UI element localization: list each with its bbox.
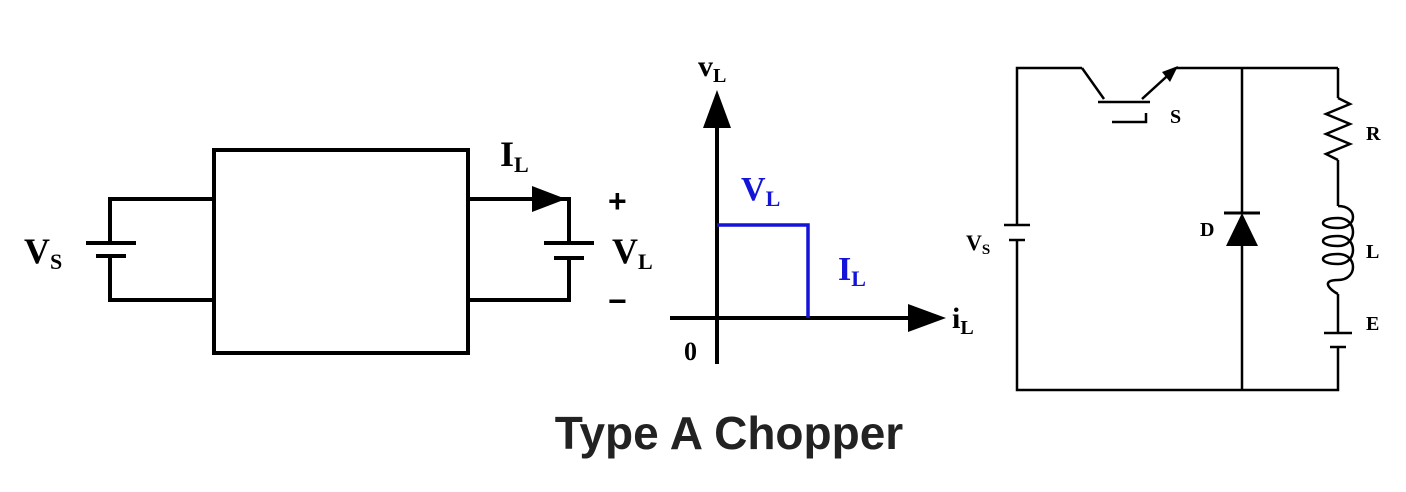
source-wire-top xyxy=(108,197,214,243)
diode-label: D xyxy=(1200,219,1214,241)
switch-collector-lead xyxy=(1080,67,1106,100)
quadrant-plot xyxy=(670,90,946,364)
chopper-circuit xyxy=(1004,66,1355,392)
diode-symbol xyxy=(1226,213,1258,246)
resistor-label: R xyxy=(1366,123,1381,145)
resistor xyxy=(1322,96,1354,162)
voltage-level-label: VL xyxy=(741,171,780,211)
minus-sign: − xyxy=(608,283,627,319)
switch-label: S xyxy=(1170,106,1181,128)
left-rail-bottom xyxy=(1015,240,1340,392)
block-diagram xyxy=(86,148,594,355)
x-axis-label: iL xyxy=(952,302,974,339)
origin-label: 0 xyxy=(684,337,697,366)
operating-region xyxy=(717,223,810,318)
left-rail-top xyxy=(1015,66,1082,225)
inductor xyxy=(1321,204,1355,296)
y-axis-label: vL xyxy=(698,50,726,87)
source-wire-bottom xyxy=(108,256,214,302)
load-current-label: IL xyxy=(500,134,529,177)
circuit-source-label: VS xyxy=(966,230,990,258)
load-wire-bottom xyxy=(468,258,571,302)
load-wire-top xyxy=(468,197,571,243)
plus-sign: + xyxy=(608,183,627,219)
source-voltage-label: VS xyxy=(24,231,62,274)
emf-label: E xyxy=(1366,313,1379,335)
caption: Type A Chopper xyxy=(555,407,904,459)
y-axis-arrow xyxy=(703,90,731,128)
switch-emitter-arrow xyxy=(1162,66,1178,82)
current-level-label: IL xyxy=(838,251,866,291)
x-axis-arrow xyxy=(908,304,946,332)
switch-gate xyxy=(1112,113,1148,124)
current-arrow-head xyxy=(532,186,566,212)
chopper-block xyxy=(212,148,470,355)
load-voltage-label: VL xyxy=(612,231,653,274)
inductor-label: L xyxy=(1366,241,1379,263)
